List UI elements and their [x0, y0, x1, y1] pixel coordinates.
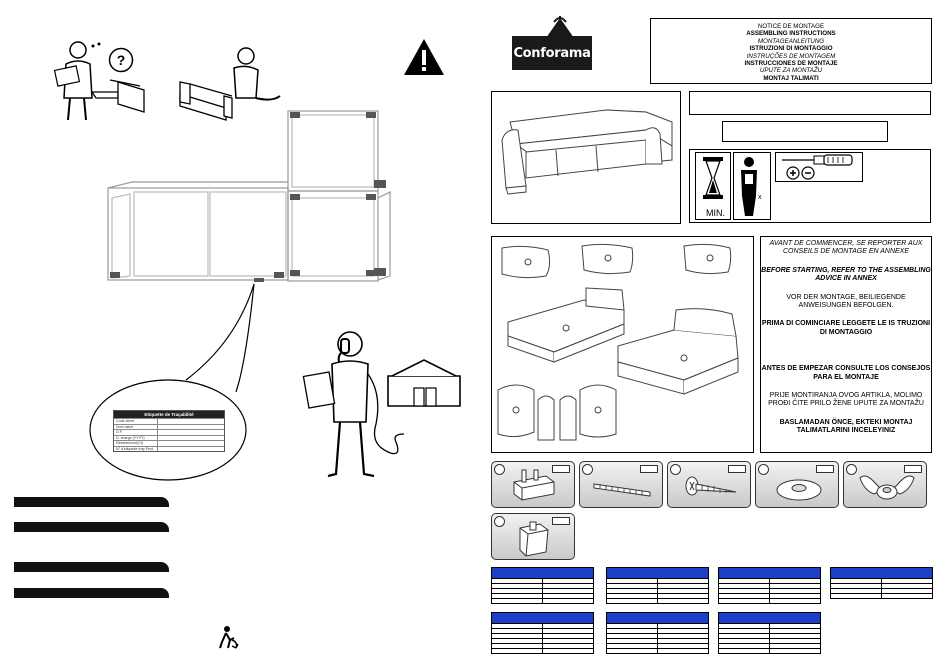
- traceability-label: Etiquette de Traçabilité Code client Nom…: [113, 410, 225, 452]
- traceability-row: D. charge (YYYY): [114, 434, 224, 440]
- component-table: [718, 612, 821, 654]
- before-tr: BASLAMADAN ÖNCE, EKTEKI MONTAJ TALIMATLA…: [779, 418, 913, 435]
- notice-line-de: MONTAGEANLEITUNG: [757, 37, 825, 45]
- traceability-title: Etiquette de Traçabilité: [114, 411, 224, 418]
- before-en: BEFORE STARTING, REFER TO THE ASSEMBLING…: [761, 266, 931, 283]
- notice-line-pt: INSTRUÇÕES DE MONTAGEM: [746, 52, 836, 60]
- component-table: [491, 567, 594, 604]
- component-table: [491, 612, 594, 654]
- question-icon: ?: [108, 47, 134, 73]
- notice-line-en: ASSEMBLING INSTRUCTIONS: [746, 30, 836, 38]
- before-starting-box: AVANT DE COMMENCER, SE REPORTER AUX CONS…: [760, 236, 932, 453]
- before-es: ANTES DE EMPEZAR CONSULTE LOS CONSEJOS P…: [761, 365, 931, 381]
- plus-minus-icon: [786, 166, 815, 180]
- section-bar: [14, 562, 169, 572]
- section-bar: [14, 497, 169, 507]
- assembling-person-illustration: [179, 47, 281, 121]
- telephone-icon: [340, 338, 350, 354]
- notice-line-es: INSTRUCCIONES DE MONTAJE: [744, 60, 838, 68]
- traceability-row: O.F.: [114, 429, 224, 435]
- sofa-illustration: [501, 109, 673, 195]
- component-table: [718, 567, 821, 604]
- traceability-row: Rééchelonné(Ct): [114, 440, 224, 446]
- component-table: [606, 612, 709, 654]
- phoning-person-illustration: [302, 331, 461, 478]
- recycle-icon: [219, 626, 239, 649]
- time-label: MIN.: [706, 208, 725, 218]
- component-table: [830, 567, 933, 599]
- hardware-tile: [667, 461, 751, 508]
- reference-box-narrow: [722, 121, 888, 142]
- person-icon: [741, 157, 757, 216]
- section-bar: [14, 522, 169, 532]
- reference-box-wide: [689, 91, 931, 115]
- hardware-tile: [491, 461, 575, 508]
- hardware-tile: [843, 461, 927, 508]
- section-bar: [14, 588, 169, 598]
- component-table: [606, 567, 709, 604]
- before-hr: PRIJE MONTIRANJA OVOG ARTIKLA, MOLIMO PR…: [768, 392, 924, 408]
- hourglass-icon: [703, 157, 723, 199]
- before-de: VOR DER MONTAGE, BEILIEGENDE ANWEISUNGEN…: [786, 293, 906, 310]
- notice-line-it: ISTRUZIONI DI MONTAGGIO: [749, 45, 833, 53]
- persons-label: x: [758, 194, 762, 201]
- notice-line-hr: UPUTE ZA MONTAŽU: [759, 67, 823, 75]
- brand-name: Conforama: [513, 45, 591, 61]
- traceability-row: Code client: [114, 418, 224, 424]
- before-fr: AVANT DE COMMENCER, SE REPORTER AUX CONS…: [769, 240, 923, 256]
- notice-line-tr: MONTAJ TALIMATI: [763, 74, 819, 82]
- traceability-row: Nom usine: [114, 423, 224, 429]
- before-it: PRIMA DI COMINCIARE LEGGETE LE IS TRUZIO…: [761, 320, 931, 336]
- speech-bubble: [89, 283, 255, 481]
- brand-logo-icon: [546, 16, 574, 38]
- notice-title-box: NOTICE DE MONTAGE ASSEMBLING INSTRUCTION…: [650, 18, 932, 84]
- packed-sofa-illustration: [107, 110, 391, 282]
- hardware-tile: [491, 513, 575, 560]
- parts-illustration: [497, 243, 739, 441]
- hardware-tile: [579, 461, 663, 508]
- screwdriver-icon: [782, 154, 853, 166]
- svg-text:?: ?: [117, 52, 126, 68]
- brand-logo: Conforama: [512, 36, 592, 70]
- traceability-row: N° d'étiquette trap Prod: [114, 445, 224, 451]
- notice-line-fr: NOTICE DE MONTAGE: [757, 23, 825, 30]
- hardware-tile: [755, 461, 839, 508]
- warning-icon: [404, 39, 444, 75]
- confused-person-illustration: [53, 41, 145, 121]
